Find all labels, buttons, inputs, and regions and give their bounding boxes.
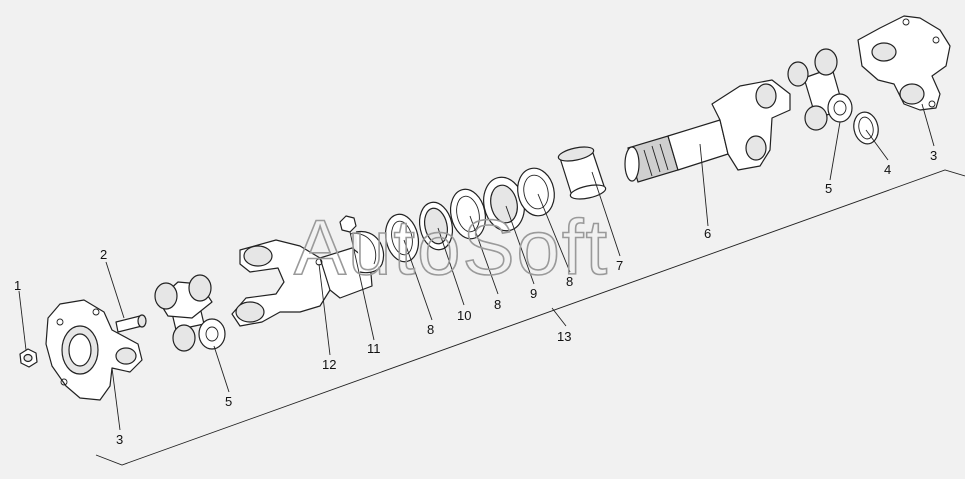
part-7-sleeve [557,146,607,200]
callout-4: 4 [884,162,891,177]
callout-8-c: 8 [566,274,573,289]
part-1-nut [19,348,38,368]
part-3-flange-left [45,299,143,401]
callout-5-left: 5 [225,394,232,409]
part-6-splined-yoke-shaft [624,79,791,183]
part-12-slip-yoke [231,239,373,327]
leader-lines [18,103,935,431]
part-5-cross-left [154,274,226,352]
callout-13: 13 [557,329,571,344]
callout-10: 10 [457,308,471,323]
callout-9: 9 [530,286,537,301]
part-8-washer-a [384,213,420,263]
callout-5-right: 5 [825,181,832,196]
part-4-snap-ring [853,111,879,145]
callout-numbers: 1 2 3 5 12 11 8 10 8 9 8 7 13 6 5 4 3 [14,148,937,447]
callout-7: 7 [616,258,623,273]
callout-8-b: 8 [494,297,501,312]
callout-11: 11 [367,341,381,356]
callout-3-right: 3 [930,148,937,163]
watermark-text: AutoSoft [294,203,609,291]
part-8-washer-b [449,188,487,240]
part-8-washer-c [517,167,555,217]
callout-6: 6 [704,226,711,241]
part-5-cross-right [787,48,853,131]
callout-8-a: 8 [427,322,434,337]
callout-1: 1 [14,278,21,293]
part-3-flange-right [857,15,951,111]
part-10-ring [418,201,454,251]
callout-12: 12 [322,357,336,372]
callout-3-left: 3 [116,432,123,447]
callout-2: 2 [100,247,107,262]
assembly-bracket-line [95,169,965,466]
part-11-seal-and-fitting [339,215,385,274]
part-2-bolt [115,314,147,333]
